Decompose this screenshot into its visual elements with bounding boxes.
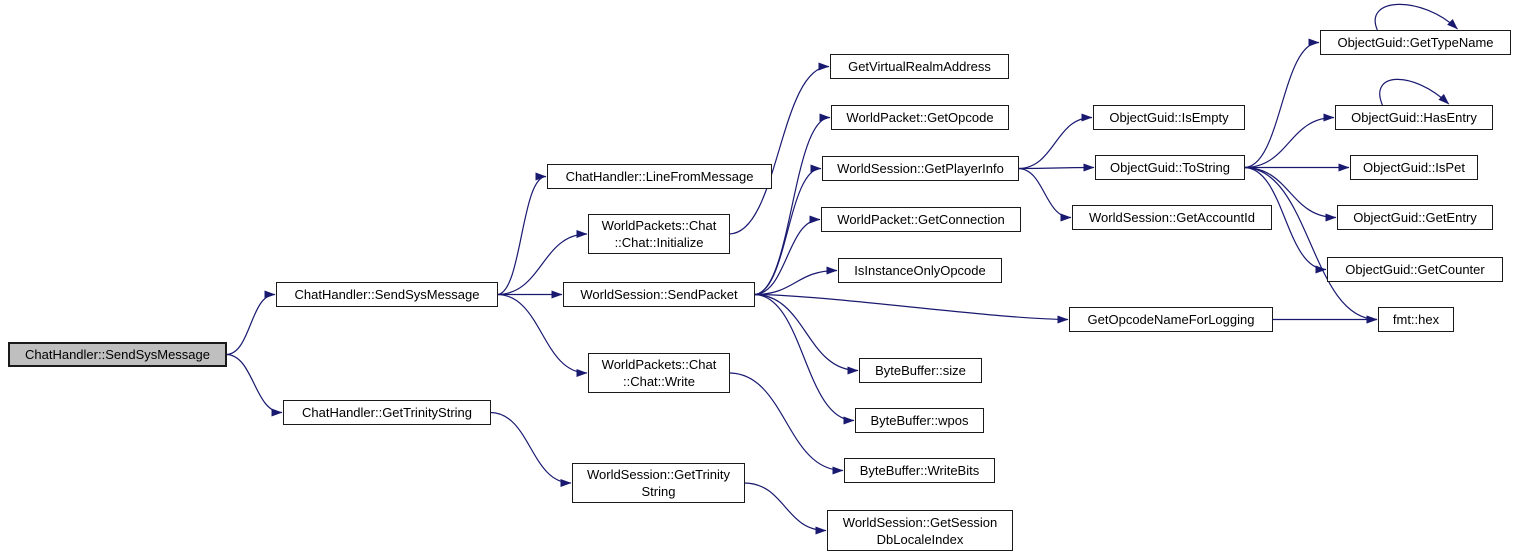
node-objectguid-tostring[interactable]: ObjectGuid::ToString <box>1095 155 1245 180</box>
edge-sendsysmessage-root-to-sendsysmessage-2 <box>225 290 276 356</box>
edge-sendsysmessage-2-to-chat-initialize <box>496 230 588 296</box>
node-label: ByteBuffer::size <box>875 363 966 378</box>
node-get-account-id[interactable]: WorldSession::GetAccountId <box>1072 205 1272 230</box>
node-label: DbLocaleIndex <box>876 531 964 547</box>
node-label: WorldPackets::Chat <box>601 357 717 372</box>
node-label: String <box>641 484 676 499</box>
node-label: ChatHandler::SendSysMessage <box>294 287 480 302</box>
node-label: GetOpcodeNameForLogging <box>1087 312 1255 327</box>
edge-sendsysmessage-2-to-line-from-message <box>496 172 547 296</box>
edge-get-trinity-string-to-ws-get-trinity-string <box>489 411 572 487</box>
node-objectguid-gettypename[interactable]: ObjectGuid::GetTypeName <box>1320 30 1511 55</box>
node-label: ObjectGuid::ToString <box>1110 160 1230 175</box>
node-get-player-info[interactable]: WorldSession::GetPlayerInfo <box>822 156 1019 181</box>
edge-objectguid-tostring-to-objectguid-gettypename <box>1243 38 1320 169</box>
node-chat-write[interactable]: WorldPackets::Chat::Chat::Write <box>588 353 730 393</box>
node-line-from-message[interactable]: ChatHandler::LineFromMessage <box>547 164 772 189</box>
node-label: WorldSession::GetPlayerInfo <box>837 161 1004 176</box>
node-get-connection[interactable]: WorldPacket::GetConnection <box>821 207 1021 232</box>
node-label: ByteBuffer::wpos <box>870 413 969 428</box>
edge-objectguid-gettypename-to-objectguid-gettypename <box>1374 3 1458 31</box>
node-label: ObjectGuid::IsPet <box>1363 160 1465 175</box>
node-label: ChatHandler::LineFromMessage <box>565 169 754 184</box>
node-label: IsInstanceOnlyOpcode <box>854 263 986 278</box>
edge-objectguid-tostring-to-objectguid-hasentry <box>1243 113 1335 169</box>
node-get-opcode-name-for-logging[interactable]: GetOpcodeNameForLogging <box>1069 307 1273 332</box>
node-label: WorldSession::GetTrinity <box>586 467 731 482</box>
node-fmt-hex[interactable]: fmt::hex <box>1378 307 1454 332</box>
edge-send-packet-to-get-opcode <box>753 113 831 296</box>
node-label: WorldSession::SendPacket <box>580 287 738 302</box>
edge-get-player-info-to-get-account-id <box>1017 167 1072 222</box>
node-label: ObjectGuid::IsEmpty <box>1109 110 1229 125</box>
node-objectguid-hasentry[interactable]: ObjectGuid::HasEntry <box>1335 105 1493 130</box>
node-objectguid-isempty[interactable]: ObjectGuid::IsEmpty <box>1093 105 1245 130</box>
node-label: WorldSession::GetSession <box>842 514 998 530</box>
node-bytebuffer-wpos[interactable]: ByteBuffer::wpos <box>855 408 984 433</box>
node-label: WorldPacket::GetConnection <box>837 212 1005 227</box>
node-is-instance-only-opcode[interactable]: IsInstanceOnlyOpcode <box>838 258 1002 283</box>
node-label: fmt::hex <box>1392 312 1440 327</box>
edge-send-packet-to-get-opcode-name-for-logging <box>753 293 1069 324</box>
node-label: ::Chat::Write <box>622 374 695 389</box>
edge-send-packet-to-bytebuffer-size <box>753 293 859 375</box>
edge-objectguid-tostring-to-fmt-hex <box>1243 166 1378 324</box>
node-sendsysmessage-2[interactable]: ChatHandler::SendSysMessage <box>276 282 498 307</box>
node-objectguid-ispet[interactable]: ObjectGuid::IsPet <box>1350 155 1478 180</box>
edge-chat-initialize-to-get-virtual-realm-address <box>728 62 830 235</box>
node-label: ChatHandler::SendSysMessage <box>25 347 210 362</box>
edge-objectguid-tostring-to-objectguid-getcounter <box>1243 166 1327 274</box>
node-label: WorldPacket::GetOpcode <box>846 110 994 125</box>
edge-send-packet-to-bytebuffer-wpos <box>753 293 855 425</box>
node-label: ObjectGuid::GetTypeName <box>1337 35 1494 50</box>
node-label: ObjectGuid::GetEntry <box>1353 210 1477 225</box>
edge-sendsysmessage-root-to-get-trinity-string <box>225 353 283 417</box>
node-label: ByteBuffer::WriteBits <box>859 463 980 478</box>
edge-objectguid-hasentry-to-objectguid-hasentry <box>1379 78 1450 106</box>
edge-send-packet-to-get-player-info <box>753 164 822 296</box>
edge-get-player-info-to-objectguid-tostring <box>1017 163 1095 172</box>
node-label: WorldPackets::Chat <box>601 218 717 233</box>
node-objectguid-getentry[interactable]: ObjectGuid::GetEntry <box>1337 205 1493 230</box>
node-label: GetVirtualRealmAddress <box>848 59 991 74</box>
edge-send-packet-to-is-instance-only-opcode <box>753 266 838 296</box>
node-label: ChatHandler::GetTrinityString <box>301 405 473 420</box>
node-objectguid-getcounter[interactable]: ObjectGuid::GetCounter <box>1327 257 1503 282</box>
node-get-trinity-string[interactable]: ChatHandler::GetTrinityString <box>283 400 491 425</box>
node-chat-initialize[interactable]: WorldPackets::Chat::Chat::Initialize <box>588 214 730 254</box>
node-get-opcode[interactable]: WorldPacket::GetOpcode <box>831 105 1009 130</box>
node-label: ::Chat::Initialize <box>614 235 704 250</box>
node-label: WorldSession::GetAccountId <box>1089 210 1255 225</box>
edge-chat-write-to-bytebuffer-writebits <box>728 372 844 475</box>
edge-ws-get-trinity-string-to-get-session-db-locale-index <box>743 482 827 535</box>
edge-send-packet-to-get-connection <box>753 215 821 296</box>
node-send-packet[interactable]: WorldSession::SendPacket <box>563 282 755 307</box>
edge-sendsysmessage-2-to-chat-write <box>496 293 588 377</box>
node-bytebuffer-writebits[interactable]: ByteBuffer::WriteBits <box>844 458 995 483</box>
node-label: ObjectGuid::HasEntry <box>1351 110 1477 125</box>
node-label: ObjectGuid::GetCounter <box>1345 262 1485 277</box>
edge-get-player-info-to-objectguid-isempty <box>1017 113 1093 170</box>
node-sendsysmessage-root: ChatHandler::SendSysMessage <box>8 342 227 367</box>
node-bytebuffer-size[interactable]: ByteBuffer::size <box>859 358 982 383</box>
node-get-virtual-realm-address[interactable]: GetVirtualRealmAddress <box>830 54 1009 79</box>
